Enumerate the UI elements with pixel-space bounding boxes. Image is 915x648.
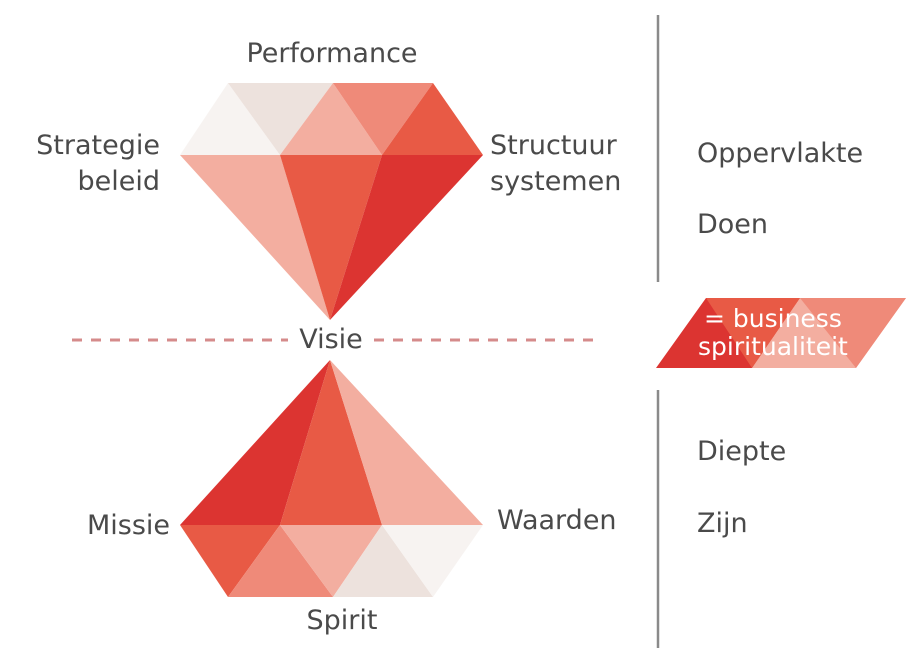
label-strategie: Strategie [36,130,160,161]
label-structuur-systemen: Structuur systemen [490,128,621,200]
bottom-gem-crown-facet-4 [333,525,433,597]
top-gem-pavilion-facet-3 [330,155,483,320]
top-gem-crown-facet-4 [333,83,433,155]
label-diepte: Diepte [697,436,787,467]
label-waarden: Waarden [497,505,617,536]
label-spirit: Spirit [306,605,378,636]
label-visie: Visie [299,324,363,355]
label-doen: Doen [697,209,769,240]
label-structuur: Structuur [490,130,617,161]
bottom-gem-crown-facet-1 [180,525,280,597]
badge-shape [656,298,906,368]
bottom-gem-crown-facet-2 [228,525,333,597]
bottom-gem-pavilion-facet-3 [330,360,483,525]
top-gem-crown-facet-3 [280,83,382,155]
label-oppervlakte: Oppervlakte [697,138,864,169]
label-strategie-beleid: Strategie beleid [0,128,160,200]
top-gem [180,83,483,320]
badge-line-spiritualiteit: spiritualiteit [698,332,848,361]
top-gem-pavilion-facet-2 [280,155,382,320]
top-gem-crown-facet-5 [382,83,483,155]
label-zijn: Zijn [697,508,748,539]
bottom-gem-crown-facet-5 [382,525,483,597]
bottom-gem [180,360,483,597]
bottom-gem-crown-facet-3 [280,525,382,597]
top-gem-crown-facet-2 [228,83,333,155]
bottom-gem-pavilion-facet-2 [280,360,382,525]
label-missie: Missie [86,510,170,541]
label-beleid: beleid [77,166,160,197]
badge-facet-4 [800,298,906,368]
badge-business-spiritualiteit: = business spiritualiteit [698,305,848,361]
badge-facet-3 [706,298,800,368]
label-performance: Performance [246,38,418,69]
label-systemen: systemen [490,166,622,197]
top-gem-crown-facet-1 [180,83,280,155]
badge-line-business: = business [704,304,842,333]
